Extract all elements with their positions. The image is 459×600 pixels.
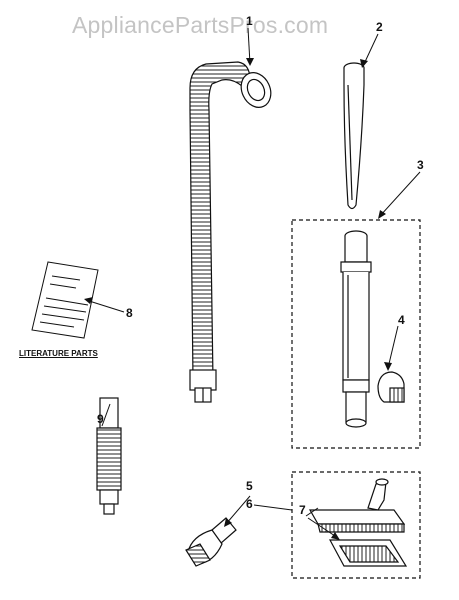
callout-3: 3: [417, 158, 424, 172]
callout-7: 7: [299, 503, 306, 517]
hose-body: [189, 61, 251, 381]
literature-booklet-part-8: [31, 261, 99, 339]
floor-tool-part-7: [308, 478, 406, 533]
crevice-tool-part-2: [343, 62, 365, 210]
literature-parts-label: LITERATURE PARTS: [19, 349, 98, 358]
callout-4: 4: [398, 313, 405, 327]
watermark: AppliancePartsPros.com: [72, 12, 329, 38]
brush-strip-part-7: [328, 539, 408, 567]
hose-end-top-inner: [246, 78, 266, 102]
hose-cuff-bottom: [189, 369, 217, 391]
hose-part-1: [189, 61, 272, 403]
leader-lines: [85, 27, 421, 539]
callout-1: 1: [246, 14, 253, 28]
leader-arrowheads: [84, 58, 392, 540]
part-6-box: [291, 471, 421, 579]
part-3-box: [291, 219, 421, 449]
callout-9: 9: [97, 412, 104, 426]
wand-part-3: [340, 230, 372, 428]
callout-2: 2: [376, 20, 383, 34]
latch-part-4: [377, 371, 405, 403]
dusting-brush-part-5: [185, 517, 237, 567]
callout-6: 6: [246, 497, 253, 511]
callout-8: 8: [126, 306, 133, 320]
callout-5: 5: [246, 479, 253, 493]
